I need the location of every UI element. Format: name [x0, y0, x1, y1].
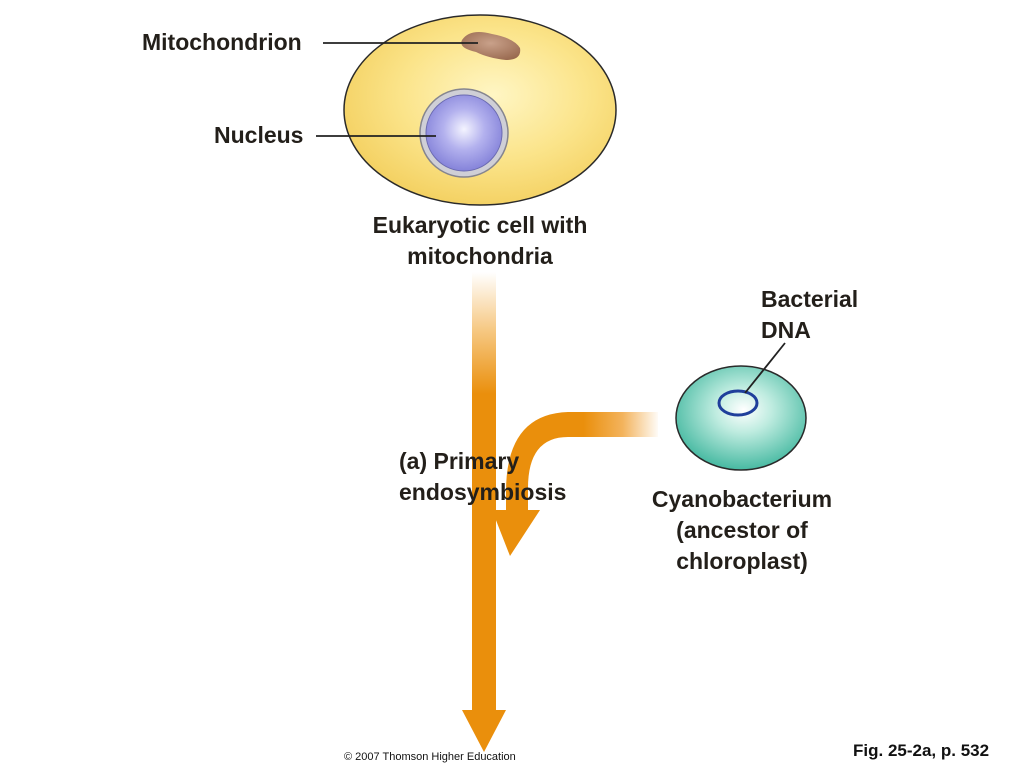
cyanobacterium-caption-line-2: (ancestor of	[676, 517, 808, 543]
bacterial-dna-line-1: Bacterial	[761, 286, 859, 312]
process-label-line-1: (a) Primary	[399, 448, 520, 474]
vertical-arrow	[462, 272, 506, 752]
cyanobacterium-caption: Cyanobacterium (ancestor of chloroplast)	[622, 484, 862, 577]
eukaryotic-caption-line-1: Eukaryotic cell with	[372, 212, 588, 238]
bacterial-dna-leader-line	[744, 342, 786, 394]
eukaryotic-cell-caption: Eukaryotic cell with mitochondria	[340, 210, 620, 272]
cyanobacterium-caption-line-3: chloroplast)	[676, 548, 808, 574]
mitochondrion-label: Mitochondrion	[142, 29, 302, 55]
bacterial-dna-label: Bacterial DNA	[761, 284, 858, 346]
nucleus-label: Nucleus	[214, 122, 304, 148]
process-label: (a) Primary endosymbiosis	[399, 446, 566, 508]
bacterial-dna-ring	[717, 389, 759, 417]
cyanobacterium	[675, 365, 807, 471]
cyanobacterium-caption-line-1: Cyanobacterium	[651, 486, 833, 512]
nucleus	[425, 94, 503, 172]
mitochondrion	[461, 32, 521, 60]
figure-reference: Fig. 25-2a, p. 532	[853, 741, 990, 760]
process-label-line-2: endosymbiosis	[399, 479, 567, 505]
curved-arrow	[492, 412, 658, 556]
eukaryotic-caption-line-2: mitochondria	[407, 243, 553, 269]
bacterial-dna-line-2: DNA	[761, 317, 811, 343]
copyright-notice: © 2007 Thomson Higher Education	[344, 751, 516, 763]
